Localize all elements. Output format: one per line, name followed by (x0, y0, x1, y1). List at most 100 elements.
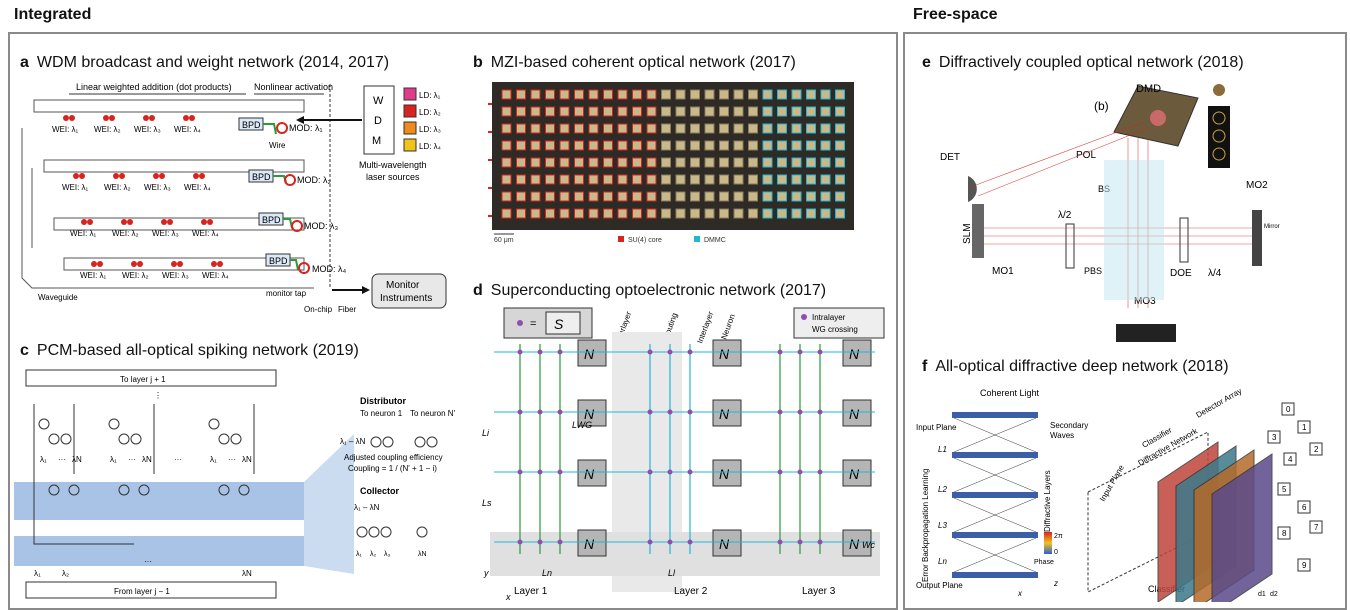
neuron-box (842, 399, 872, 427)
mzi-cell (501, 208, 512, 219)
detector-square (1281, 402, 1295, 416)
mzi-cell (661, 174, 671, 185)
synapse-dot (777, 409, 783, 415)
mzi-cell (733, 123, 744, 134)
mzi-cell (762, 140, 773, 151)
mzi-cell (777, 157, 787, 168)
synapse-dot (517, 409, 523, 415)
svg-text:L2: L2 (938, 485, 947, 494)
mzi-cell (545, 106, 555, 117)
svg-text:λ₃: λ₃ (384, 551, 391, 558)
synapse-dot (517, 469, 523, 475)
mzi-cell (777, 174, 787, 185)
mzi-cell (704, 106, 715, 117)
mzi-cell (501, 191, 512, 202)
svg-text:DET: DET (940, 152, 960, 163)
mzi-cell (559, 106, 570, 117)
wdm-d: D (374, 115, 382, 127)
svg-text:(b): (b) (1094, 99, 1109, 113)
mzi-cell (632, 123, 642, 134)
mzi-cell (806, 157, 816, 168)
mzi-cell (762, 89, 773, 100)
detector-digit: 8 (1282, 529, 1287, 538)
mzi-cell (690, 208, 700, 219)
svg-text:Neuron: Neuron (719, 313, 736, 341)
svg-text:Adjusted coupling efficiency: Adjusted coupling efficiency (344, 453, 443, 462)
diffractive-layers (952, 412, 1038, 578)
mzi-cell (516, 89, 526, 100)
mzi-cell (603, 106, 613, 117)
mzi-cell (820, 123, 831, 134)
mzi-cell (704, 191, 715, 202)
mzi-cell (516, 140, 526, 151)
mzi-cell (820, 191, 831, 202)
synapse-dot (817, 469, 823, 475)
svg-text:WEI: λ₁: WEI: λ₁ (52, 125, 79, 134)
neuron-box (712, 529, 742, 557)
mzi-cell (574, 106, 584, 117)
mzi-cell (791, 123, 802, 134)
svg-text:Input Plane: Input Plane (916, 423, 957, 432)
mzi-cell (762, 174, 773, 185)
svg-text:WEI: λ₂: WEI: λ₂ (104, 183, 131, 192)
detector-digit: 9 (1302, 561, 1307, 570)
panel-b-chip: 60 μm SU(4) core DMMC (488, 78, 862, 250)
mzi-cell (617, 123, 628, 134)
mzi-cell (632, 157, 642, 168)
svg-text:WEI: λ₁: WEI: λ₁ (62, 183, 89, 192)
svg-text:···: ··· (228, 455, 236, 464)
svg-text:WEI: λ₃: WEI: λ₃ (162, 271, 189, 280)
mzi-cell (559, 140, 570, 151)
mzi-cell (777, 106, 787, 117)
mzi-cell (719, 89, 729, 100)
mzi-cell (632, 208, 642, 219)
mzi-cell (675, 123, 686, 134)
mzi-cell (791, 208, 802, 219)
fiber-label: Fiber (338, 305, 357, 314)
synapse-dot (687, 469, 693, 475)
mzi-cell (762, 123, 773, 134)
mzi-cell (530, 123, 541, 134)
mzi-cell (545, 157, 555, 168)
mzi-cell (675, 157, 686, 168)
neuron-box (842, 529, 872, 557)
synapse-dot (687, 349, 693, 355)
svg-text:···: ··· (58, 455, 66, 464)
layer-connection (953, 537, 1037, 573)
mzi-cell (748, 191, 758, 202)
mzi-cell (545, 191, 555, 202)
synapse-dot (777, 469, 783, 475)
waveguide-label: Waveguide (38, 293, 78, 302)
monitor-tap-label: monitor tap (266, 289, 307, 298)
neuron-box (577, 339, 607, 367)
svg-text:y: y (483, 568, 489, 578)
mzi-cell (603, 89, 613, 100)
svg-text:WEI: λ₄: WEI: λ₄ (174, 125, 201, 134)
mzi-cell (632, 89, 642, 100)
mzi-cell (690, 157, 700, 168)
mzi-cell (820, 157, 831, 168)
wdm-w: W (373, 95, 384, 107)
svg-text:Ln: Ln (542, 568, 552, 578)
svg-text:WEI: λ₄: WEI: λ₄ (184, 183, 211, 192)
svg-text:···: ··· (128, 455, 136, 464)
svg-text:Instruments: Instruments (380, 293, 432, 304)
mzi-cell (646, 208, 657, 219)
svg-text:DMD: DMD (1136, 83, 1161, 95)
mzi-cell (762, 208, 773, 219)
mzi-cell (530, 208, 541, 219)
layer-connection (953, 417, 1037, 453)
wire-label: Wire (269, 141, 286, 150)
linear-label: Linear weighted addition (dot products) (76, 82, 232, 92)
mzi-cell (574, 140, 584, 151)
svg-text:Ll: Ll (668, 568, 676, 578)
mzi-cell (704, 123, 715, 134)
mzi-cell (516, 157, 526, 168)
synapse-dot (777, 349, 783, 355)
detector-digit: 4 (1288, 455, 1293, 464)
mzi-cell (690, 123, 700, 134)
detector-digit: 3 (1272, 433, 1277, 442)
svg-text:Input Plane: Input Plane (1098, 463, 1126, 503)
